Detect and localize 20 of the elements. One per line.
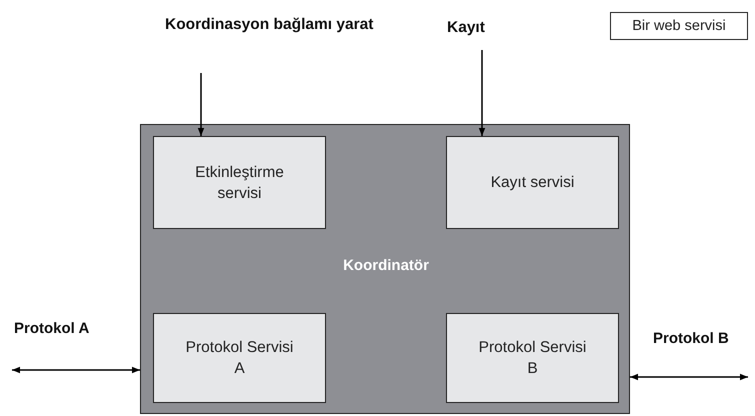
- service-box: [446, 313, 619, 403]
- coordinator-label: Koordinatör: [342, 257, 430, 274]
- coordinator-box: [140, 124, 630, 414]
- edge-label: Protokol A: [14, 320, 90, 337]
- arrow: [198, 73, 204, 136]
- box-label: Bir web servisi: [632, 18, 726, 34]
- arrow: [630, 374, 748, 380]
- caption-text: Koordinasyon bağlamı yarat: [165, 15, 380, 65]
- arrow: [12, 366, 140, 374]
- caption-text: Kayıt: [447, 18, 507, 42]
- service-label: Protokol Servisi B: [478, 338, 586, 379]
- service-box: [153, 136, 326, 229]
- service-label: Etkinleştirme servisi: [194, 162, 285, 204]
- service-label: Protokol Servisi A: [186, 338, 294, 379]
- legend-box: [610, 12, 748, 40]
- service-label: Kayıt servisi: [490, 173, 576, 193]
- arrow: [478, 50, 486, 136]
- service-box: [153, 313, 326, 403]
- edge-label: Protokol B: [653, 330, 729, 347]
- service-box: [446, 136, 619, 229]
